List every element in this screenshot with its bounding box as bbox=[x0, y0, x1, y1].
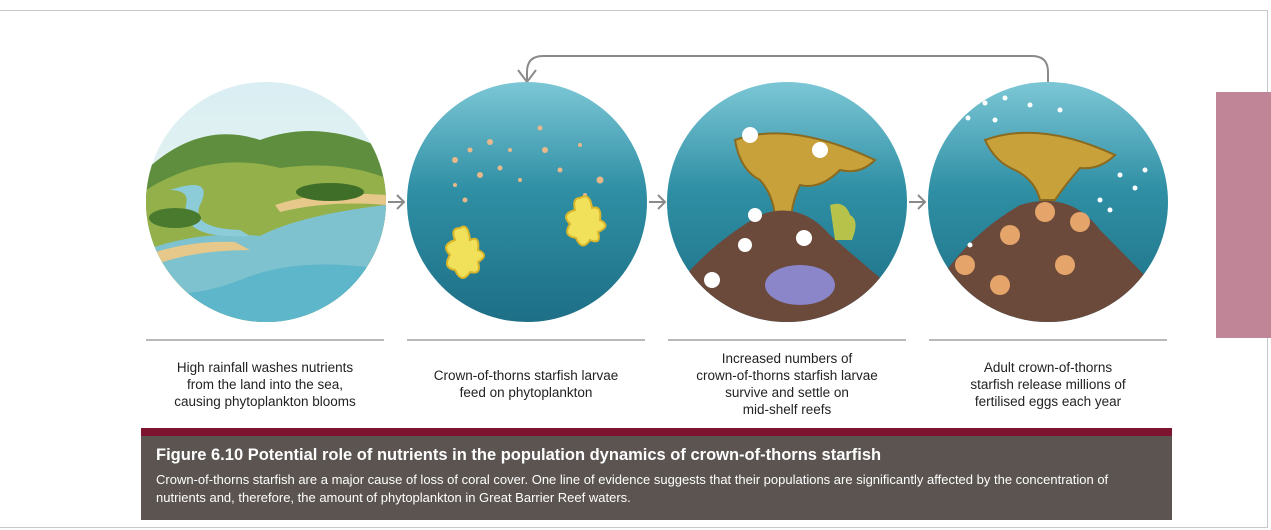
figure-caption-box: Figure 6.10 Potential role of nutrients … bbox=[141, 428, 1172, 520]
figure-title: Figure 6.10 Potential role of nutrients … bbox=[156, 446, 881, 465]
figure-description: Crown-of-thorns starfish are a major cau… bbox=[156, 471, 1156, 507]
panel-4-divider bbox=[929, 339, 1167, 341]
panel-4-caption: Adult crown-of-thorns starfish release m… bbox=[929, 344, 1167, 424]
panel-3-divider bbox=[668, 339, 906, 341]
arrow-1-to-2 bbox=[388, 195, 404, 209]
diagram-illustration bbox=[0, 0, 1271, 340]
feedback-arrow bbox=[527, 56, 1048, 82]
panel-3-caption: Increased numbers of crown-of-thorns sta… bbox=[668, 344, 906, 424]
figure-caption-bar bbox=[141, 428, 1172, 436]
panel-2-larvae bbox=[407, 82, 647, 322]
panel-1-landscape bbox=[146, 82, 386, 322]
panel-1-caption: High rainfall washes nutrients from the … bbox=[146, 344, 384, 424]
arrow-3-to-4 bbox=[909, 195, 925, 209]
panel-3-reef bbox=[667, 82, 907, 322]
panel-1-divider bbox=[146, 339, 384, 341]
panel-2-caption: Crown-of-thorns starfish larvae feed on … bbox=[407, 344, 645, 424]
panel-2-divider bbox=[407, 339, 645, 341]
arrow-2-to-3 bbox=[649, 195, 665, 209]
panel-4-adults bbox=[928, 82, 1168, 322]
